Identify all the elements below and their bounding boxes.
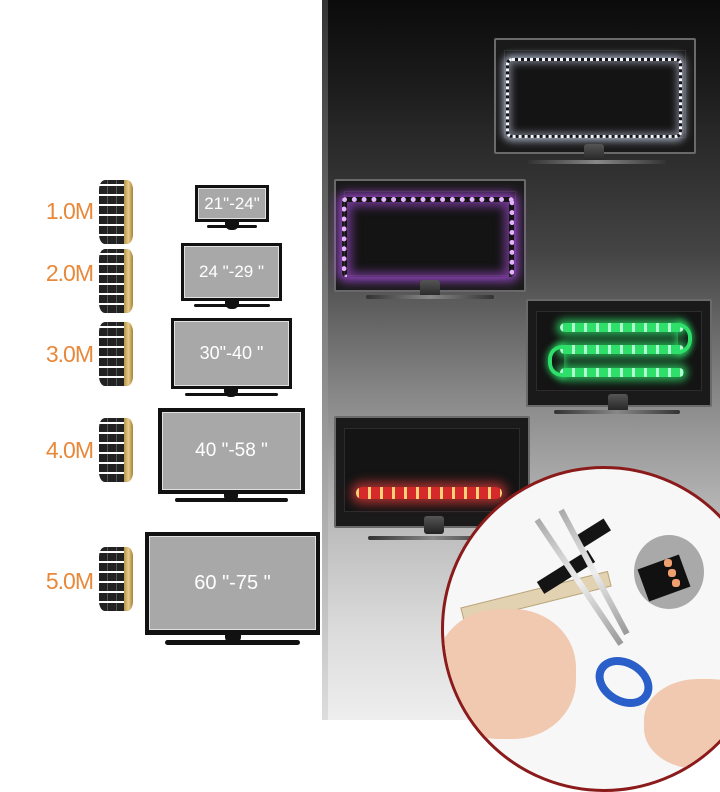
led-reel-icon xyxy=(99,547,133,611)
connector-closeup-inset xyxy=(634,535,704,609)
tv-icon-60-75: 60 "-75 " xyxy=(145,532,320,648)
demo-photo-panel xyxy=(322,0,720,720)
purple-led-strip xyxy=(342,197,514,277)
tv-icon-21-24: 21"-24" xyxy=(195,185,269,230)
size-guide-panel: 1.0M 21"-24" 2.0M 24 "-29 " 3.0M 30"-40 … xyxy=(0,0,322,720)
length-label-2m: 2.0M xyxy=(45,260,94,286)
tv-size-label: 60 "-75 " xyxy=(149,536,316,630)
length-label-4m: 4.0M xyxy=(45,437,94,463)
tv-size-label: 30"-40 " xyxy=(174,321,289,386)
led-reel-icon xyxy=(99,418,133,482)
green-led-strip xyxy=(560,368,684,377)
tv-size-label: 21"-24" xyxy=(198,188,266,219)
green-led-strip xyxy=(560,345,684,354)
left-hand xyxy=(444,609,576,739)
tv-icon-40-58: 40 "-58 " xyxy=(158,408,305,504)
tv-icon-24-29: 24 "-29 " xyxy=(181,243,282,309)
led-reel-icon xyxy=(99,180,133,244)
white-led-strip xyxy=(506,58,682,138)
right-hand xyxy=(644,679,720,769)
led-reel-icon xyxy=(99,322,133,386)
tv-size-label: 24 "-29 " xyxy=(184,246,279,298)
length-label-5m: 5.0M xyxy=(45,568,94,594)
led-reel-icon xyxy=(99,249,133,313)
red-led-strip xyxy=(356,487,502,499)
tv-size-label: 40 "-58 " xyxy=(162,412,301,490)
length-label-1m: 1.0M xyxy=(45,198,94,224)
length-label-3m: 3.0M xyxy=(45,341,94,367)
green-led-strip xyxy=(560,323,684,332)
tv-icon-30-40: 30"-40 " xyxy=(171,318,292,398)
